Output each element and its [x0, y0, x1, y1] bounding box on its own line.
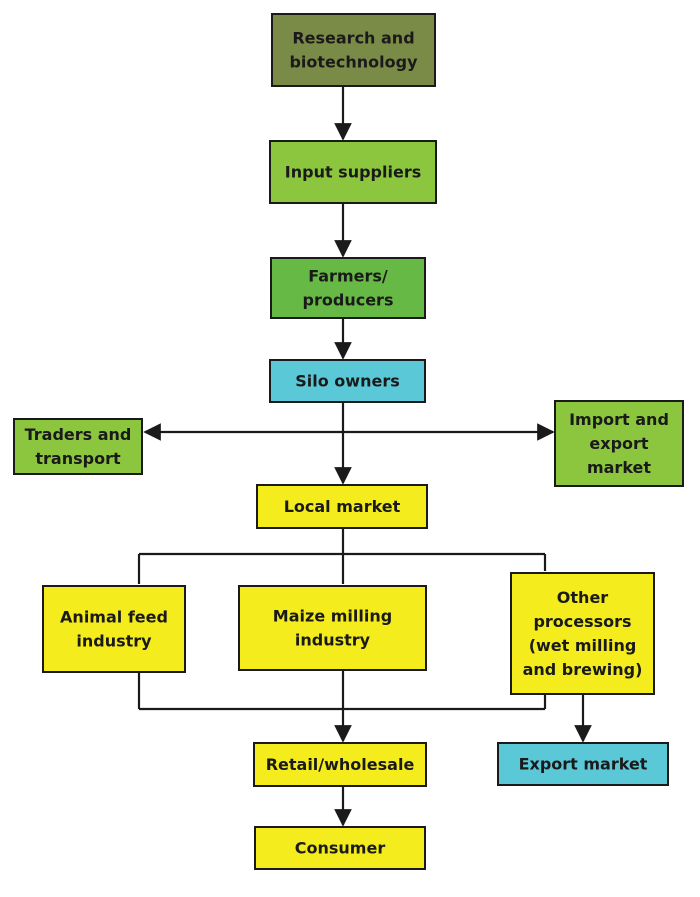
node-label-line: and brewing): [523, 660, 643, 679]
node-import-export: Import and export market: [554, 400, 684, 487]
node-label-line: Silo owners: [295, 372, 399, 391]
node-label-line: Consumer: [295, 839, 386, 858]
node-label-line: transport: [35, 449, 121, 468]
node-consumer: Consumer: [254, 826, 426, 870]
node-label-line: processors: [533, 612, 631, 631]
node-box: [270, 257, 426, 319]
node-label-line: producers: [303, 291, 394, 310]
node-maize: Maize milling industry: [238, 585, 427, 671]
node-box: [254, 826, 426, 870]
node-box: [269, 140, 437, 204]
node-retail: Retail/wholesale: [253, 742, 427, 787]
node-box: [256, 484, 428, 529]
node-box: [510, 572, 655, 695]
node-farmers: Farmers/producers: [270, 257, 426, 319]
node-label-line: Other: [557, 588, 608, 607]
node-box: [42, 585, 186, 673]
node-label-line: Input suppliers: [285, 163, 421, 182]
node-box: [238, 585, 427, 671]
node-label-line: Research and: [292, 29, 414, 48]
node-input: Input suppliers: [269, 140, 437, 204]
node-research: Research and biotechnology: [271, 13, 436, 87]
node-label-line: Traders and: [25, 425, 132, 444]
node-label-line: Local market: [284, 497, 401, 516]
node-box: [554, 400, 684, 487]
node-label-line: Farmers/: [308, 267, 388, 286]
node-local: Local market: [256, 484, 428, 529]
node-other: Other processors (wet milling and brewing): [510, 572, 655, 695]
node-box: [271, 13, 436, 87]
node-label-line: Export market: [519, 755, 648, 774]
node-box: [269, 359, 426, 403]
node-box: [253, 742, 427, 787]
node-label-line: biotechnology: [289, 53, 418, 72]
node-label-line: (wet milling: [529, 636, 637, 655]
node-traders: Traders and transport: [13, 418, 143, 475]
node-label-line: Retail/wholesale: [266, 755, 415, 774]
node-label-line: Animal feed: [60, 608, 168, 627]
node-label-line: industry: [76, 632, 152, 651]
node-label-line: market: [587, 458, 651, 477]
node-box: [13, 418, 143, 475]
node-silo: Silo owners: [269, 359, 426, 403]
node-box: [497, 742, 669, 786]
connector-lines: [137, 86, 592, 827]
node-label-line: industry: [295, 631, 371, 650]
node-export: Export market: [497, 742, 669, 786]
node-label-line: Maize milling: [273, 607, 392, 626]
node-label-line: export: [589, 434, 649, 453]
node-animal: Animal feed industry: [42, 585, 186, 673]
node-label-line: Import and: [569, 410, 669, 429]
